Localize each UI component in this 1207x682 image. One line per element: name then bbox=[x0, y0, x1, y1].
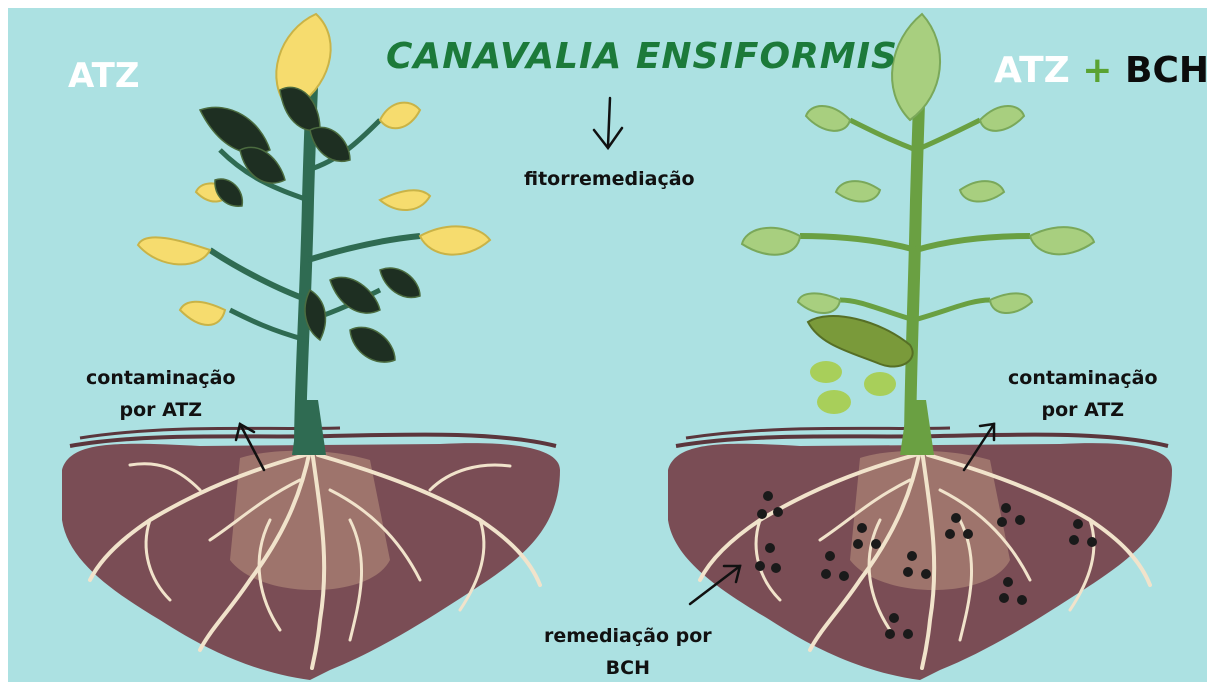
page-title: CANAVALIA ENSIFORMIS bbox=[386, 36, 898, 77]
remediation-line2: BCH bbox=[544, 652, 712, 682]
right-heading-bch: BCH bbox=[1125, 50, 1207, 91]
contamination-right-line1: contaminação bbox=[1008, 362, 1158, 394]
process-label: fitorremediação bbox=[524, 168, 695, 190]
right-pod-and-seeds bbox=[808, 316, 913, 414]
illustration bbox=[8, 8, 1207, 682]
left-heading: ATZ bbox=[68, 56, 140, 96]
right-heading: ATZ + BCH bbox=[994, 50, 1207, 91]
right-soil-mound bbox=[668, 428, 1172, 680]
contamination-left-line1: contaminação bbox=[86, 362, 236, 394]
remediation-label: remediação por BCH bbox=[544, 620, 712, 682]
diagram-panel: CANAVALIA ENSIFORMIS ATZ ATZ + BCH fitor… bbox=[8, 8, 1207, 682]
right-heading-atz: ATZ bbox=[994, 50, 1070, 91]
contamination-label-right: contaminação por ATZ bbox=[1008, 362, 1158, 426]
contamination-right-line2: por ATZ bbox=[1008, 394, 1158, 426]
contamination-label-left: contaminação por ATZ bbox=[86, 362, 236, 426]
arrow-down-to-process bbox=[594, 98, 622, 148]
contamination-left-line2: por ATZ bbox=[86, 394, 236, 426]
right-heading-plus: + bbox=[1082, 50, 1112, 91]
remediation-line1: remediação por bbox=[544, 620, 712, 652]
